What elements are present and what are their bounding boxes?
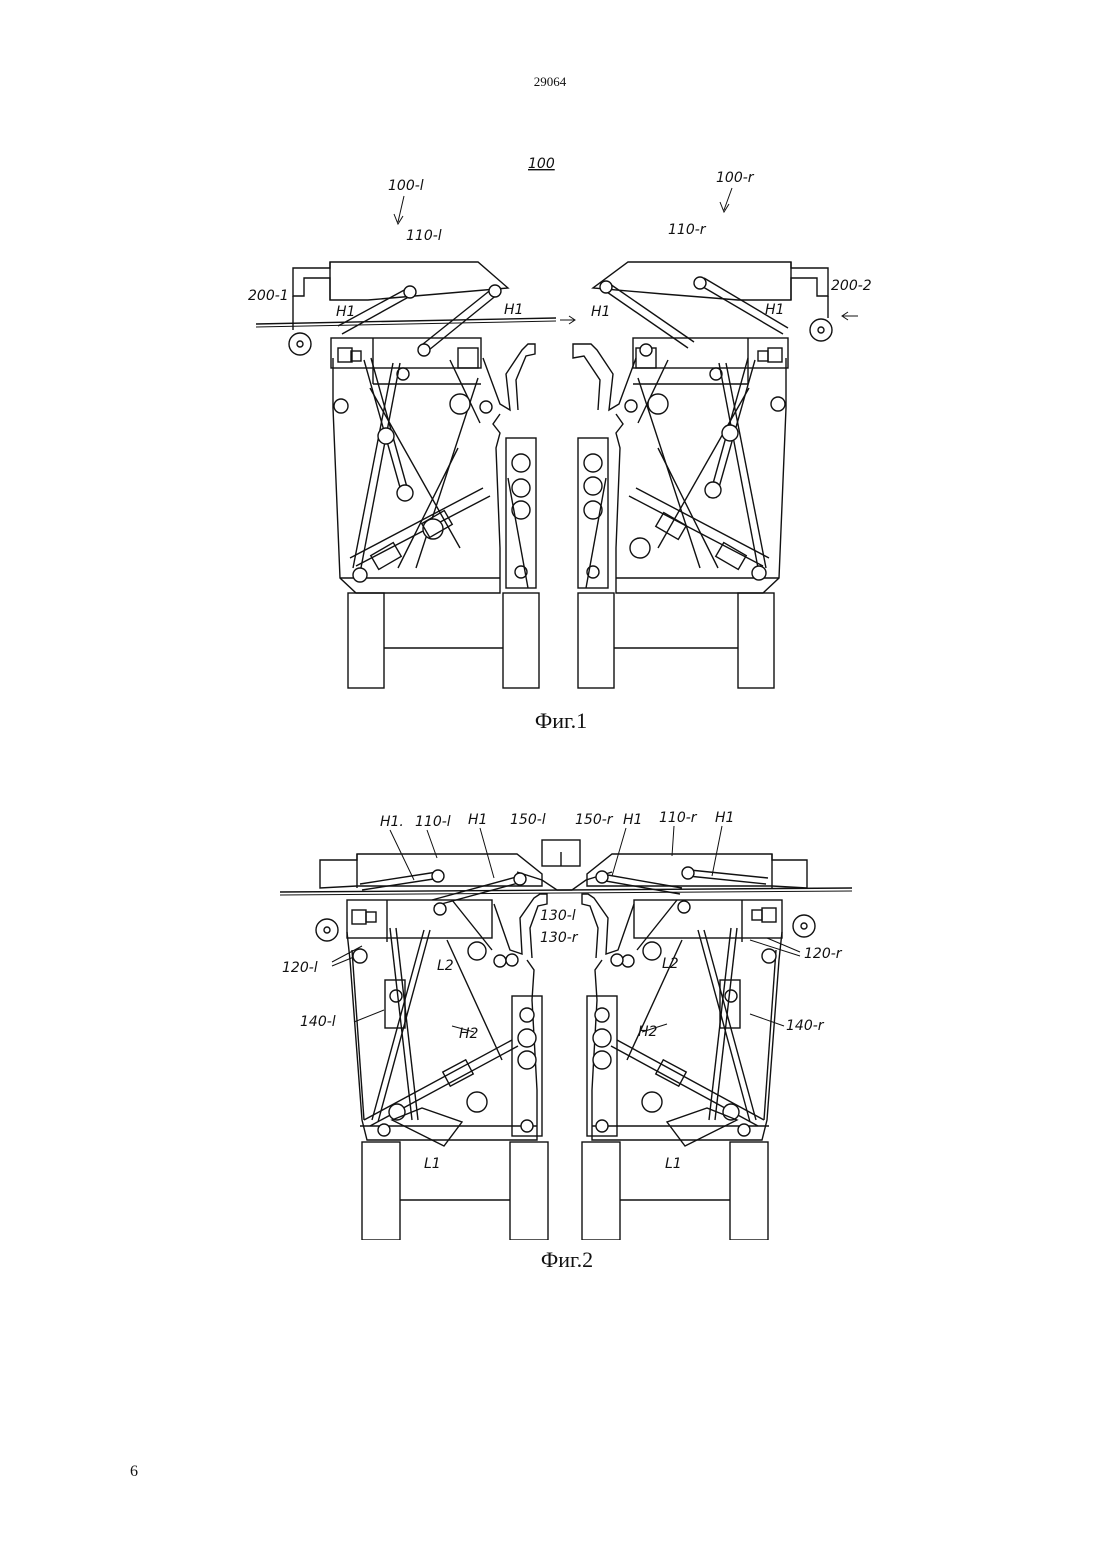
arrow-feed-left-icon: [560, 316, 575, 324]
fig2-left-unit: [316, 854, 548, 1240]
label-110-r: 110-r: [668, 222, 707, 238]
label-h1-d: H1: [715, 810, 734, 826]
figure-1: 100 100-l 100-r 110-l 110-r 200-1 200-2 …: [238, 148, 883, 738]
document-number: 29064: [0, 74, 1100, 90]
label-l1-left: L1: [424, 1156, 441, 1172]
label-110-r: 110-r: [659, 810, 698, 826]
label-l2-left: L2: [437, 958, 454, 974]
label-200-1: 200-1: [248, 288, 289, 304]
label-200-2: 200-2: [831, 278, 872, 294]
label-h2-right: H2: [638, 1024, 658, 1040]
label-h1-right-a: H1: [591, 304, 610, 320]
figure-2-drawing: H1. 110-l H1 150-l 150-r H1 110-r H1 130…: [272, 800, 862, 1240]
label-h1-b: H1: [468, 812, 487, 828]
arrow-100-r-icon: [720, 188, 732, 212]
label-100-l: 100-l: [388, 178, 424, 194]
label-h1-left-b: H1: [504, 302, 523, 318]
label-140-r: 140-r: [786, 1018, 825, 1034]
label-110-l: 110-l: [415, 814, 451, 830]
page-number: 6: [130, 1463, 138, 1481]
fig2-right-unit: [582, 854, 815, 1240]
left-unit-drawing: [256, 262, 556, 688]
figure-2: H1. 110-l H1 150-l 150-r H1 110-r H1 130…: [272, 800, 862, 1280]
figure-1-drawing: 100 100-l 100-r 110-l 110-r 200-1 200-2 …: [238, 148, 883, 708]
label-h1-a: H1.: [380, 814, 404, 830]
arrow-feed-right-icon: [842, 312, 858, 320]
label-120-l: 120-l: [282, 960, 318, 976]
label-140-l: 140-l: [300, 1014, 336, 1030]
arrow-100-l-icon: [394, 196, 404, 224]
figure-1-caption: Фиг.1: [461, 708, 661, 734]
label-130-r: 130-r: [540, 930, 579, 946]
label-100: 100: [528, 156, 555, 172]
label-h1-c: H1: [623, 812, 642, 828]
label-150-r: 150-r: [575, 812, 614, 828]
label-l1-right: L1: [665, 1156, 682, 1172]
label-120-r: 120-r: [804, 946, 843, 962]
figure-2-caption: Фиг.2: [467, 1247, 667, 1273]
label-150-l: 150-l: [510, 812, 546, 828]
label-130-l: 130-l: [540, 908, 576, 924]
right-unit-drawing: [573, 262, 832, 688]
label-110-l: 110-l: [406, 228, 442, 244]
label-100-r: 100-r: [716, 170, 755, 186]
